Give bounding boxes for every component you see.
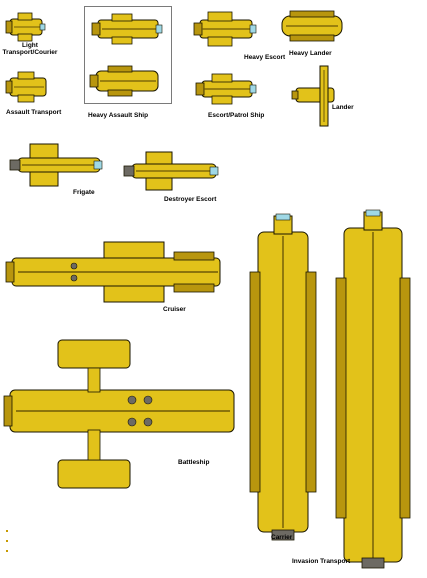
assault-transport-sprite[interactable]: [4, 70, 52, 104]
label-assault-transport: Assault Transport: [6, 109, 62, 116]
marker-dot: [6, 530, 8, 532]
escort-patrol-ship-sprite[interactable]: [192, 72, 262, 106]
label-battleship: Battleship: [178, 459, 210, 466]
label-destroyer-escort: Destroyer Escort: [164, 196, 217, 203]
label-cruiser: Cruiser: [163, 306, 186, 313]
battleship-sprite[interactable]: [2, 334, 240, 506]
label-heavy-assault-ship: Heavy Assault Ship: [88, 112, 149, 119]
heavy-escort-sprite[interactable]: [190, 10, 262, 48]
lander-sprite[interactable]: [290, 62, 340, 130]
label-light-transport: Light Transport/Courier: [2, 42, 58, 56]
label-heavy-escort: Heavy Escort: [244, 54, 286, 61]
heavy-lander-sprite[interactable]: [276, 8, 348, 44]
label-lander: Lander: [332, 104, 354, 111]
label-frigate: Frigate: [73, 189, 95, 196]
carrier-sprite[interactable]: [246, 212, 320, 544]
label-heavy-lander: Heavy Lander: [289, 50, 332, 57]
destroyer-escort-sprite[interactable]: [120, 148, 226, 194]
frigate-sprite[interactable]: [6, 140, 110, 190]
cruiser-sprite[interactable]: [4, 238, 230, 304]
marker-dot: [6, 550, 8, 552]
label-invasion-transport: Invasion Transport: [292, 558, 351, 565]
label-escort-patrol-ship: Escort/Patrol Ship: [208, 112, 265, 119]
heavy-assault-ship-sprite[interactable]: [90, 12, 166, 46]
heavy-assault-ship-sprite-2[interactable]: [88, 64, 168, 98]
label-carrier: Carrier: [271, 534, 293, 541]
invasion-transport-sprite[interactable]: [332, 208, 414, 572]
marker-dot: [6, 540, 8, 542]
selection-frame: [84, 6, 172, 104]
light-transport-sprite[interactable]: [4, 10, 48, 44]
